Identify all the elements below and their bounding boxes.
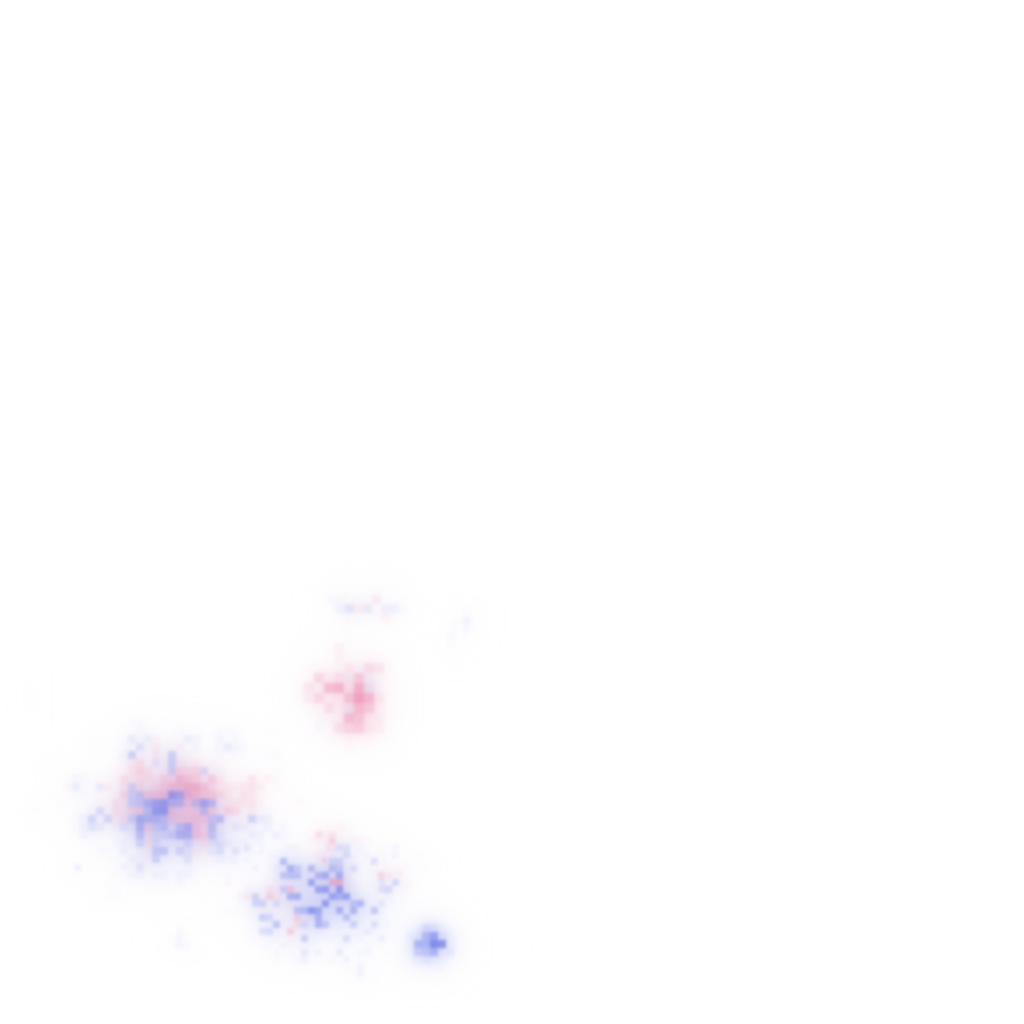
heatmap-figure [0,0,1024,1024]
saliency-heatmap-canvas [0,0,1024,1024]
